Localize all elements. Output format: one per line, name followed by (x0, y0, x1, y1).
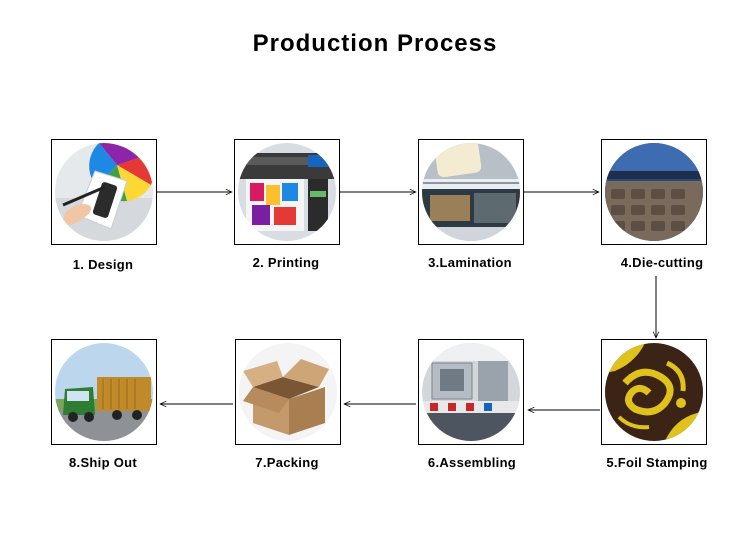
cargo-truck-icon (55, 343, 153, 441)
step-lamination (418, 139, 524, 245)
step-foil-stamping (601, 339, 707, 445)
step-label: 8.Ship Out (69, 455, 137, 470)
cardboard-box-icon (239, 343, 337, 441)
design-icon (55, 143, 153, 241)
step-label: 3.Lamination (428, 255, 512, 270)
lamination-icon (422, 143, 520, 241)
assembling-icon (422, 343, 520, 441)
printer-icon (238, 143, 336, 241)
foil-stamping-icon (605, 343, 703, 441)
diagram-title: Production Process (252, 30, 498, 57)
step-label: 6.Assembling (427, 455, 517, 470)
step-ship-out (51, 339, 157, 445)
step-label: 5.Foil Stamping (606, 455, 708, 470)
die-cutting-icon (605, 143, 703, 241)
step-label: 4.Die-cutting (620, 255, 704, 270)
step-label: 1. Design (72, 257, 134, 272)
step-die-cutting (601, 139, 707, 245)
step-design (51, 139, 157, 245)
step-assembling (418, 339, 524, 445)
step-printing (234, 139, 340, 245)
step-label: 2. Printing (252, 255, 320, 270)
step-packing (235, 339, 341, 445)
step-label: 7.Packing (255, 455, 319, 470)
